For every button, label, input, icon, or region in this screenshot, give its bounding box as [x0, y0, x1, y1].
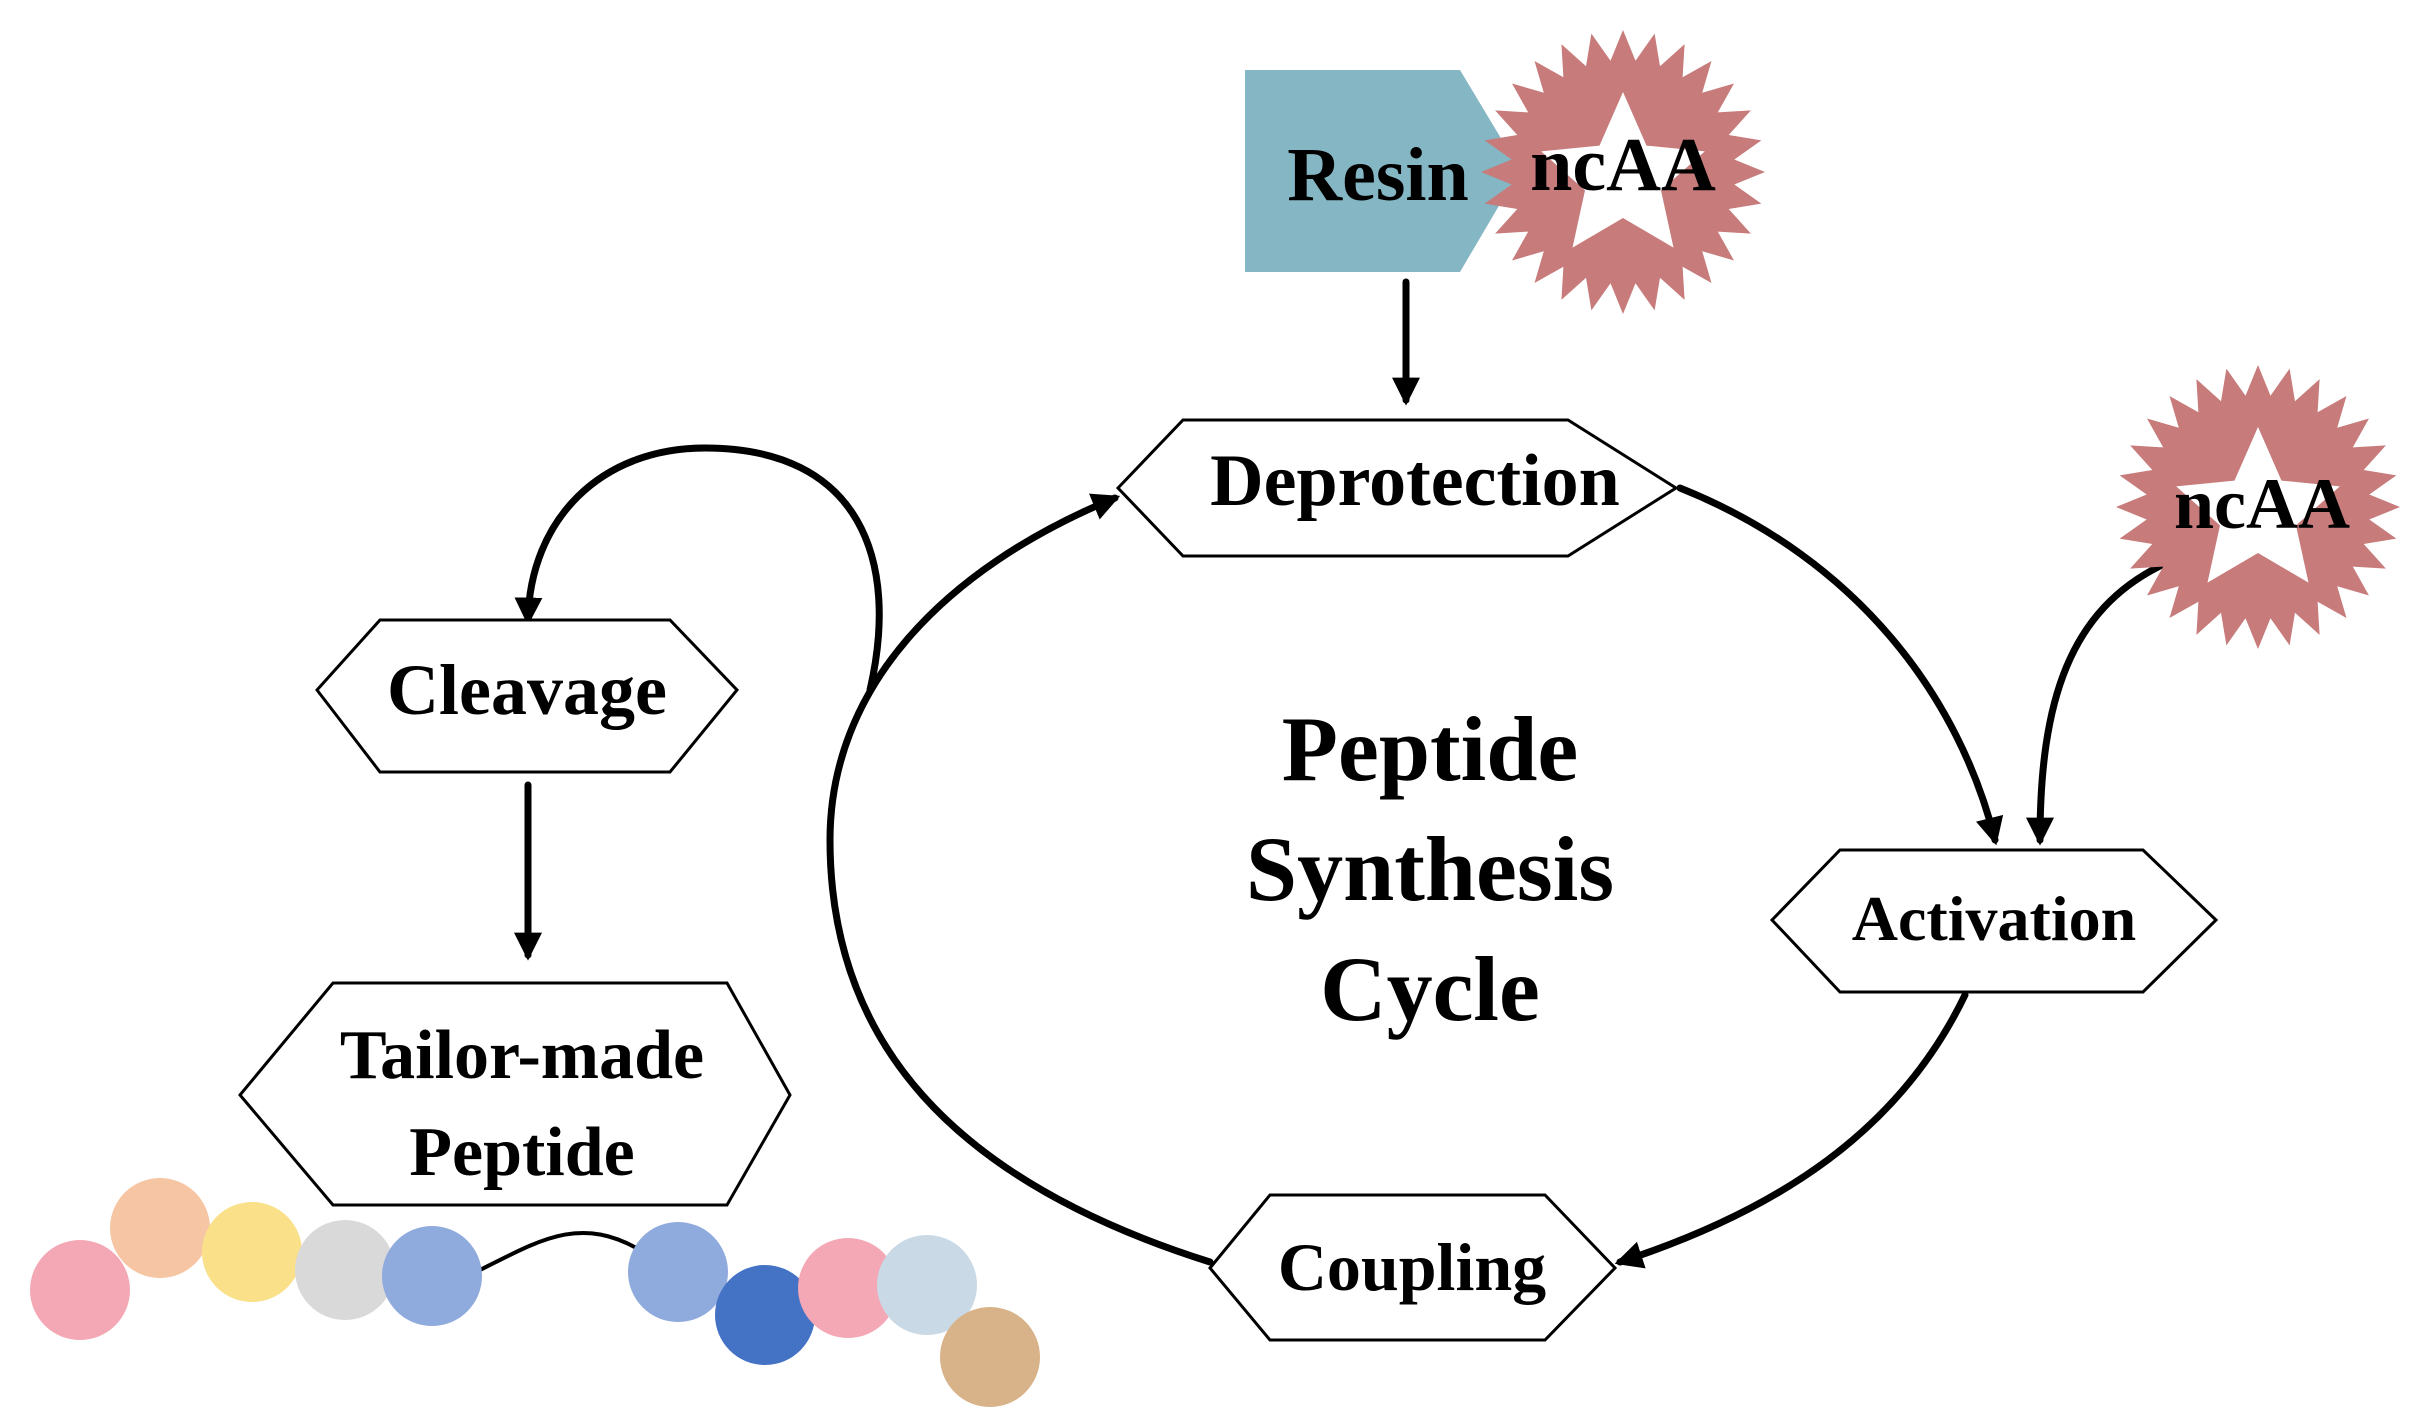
- peptide-bead: [715, 1265, 815, 1365]
- activation-hexagon: [1769, 848, 2219, 994]
- ncaa-star-top: ncAA: [1481, 30, 1765, 314]
- arrow-deprotection-to-activation: [1676, 484, 2004, 846]
- cleavage-hexagon: [315, 618, 740, 774]
- arrow-activation-to-coupling: [1614, 991, 1969, 1269]
- coupling-label: Coupling: [1278, 1229, 1546, 1305]
- ncaa-star-inner-icon: [1541, 92, 1705, 248]
- peptide-bead: [382, 1226, 482, 1326]
- coupling-node: Coupling: [1208, 1193, 1618, 1342]
- resin-block: Resin: [1245, 70, 1520, 272]
- deprotection-hexagon: [1115, 418, 1679, 558]
- peptide-bead: [202, 1202, 302, 1302]
- activation-label: Activation: [1852, 883, 2136, 954]
- arrow-cycle-to-cleavage: [514, 444, 883, 694]
- peptide-bead: [628, 1222, 728, 1322]
- arrow-ncaa-to-activation: [2026, 561, 2166, 846]
- product-label-line1: Tailor-made: [340, 1017, 704, 1094]
- resin-shape: [1245, 70, 1520, 272]
- ncaa-star-right: ncAA: [2116, 365, 2400, 649]
- ncaa-star-inner-icon: [2176, 427, 2340, 583]
- ncaa-label-right: ncAA: [2174, 464, 2350, 544]
- bead-linker: [478, 1230, 642, 1272]
- peptide-bead: [30, 1240, 130, 1340]
- peptide-bead: [798, 1238, 898, 1338]
- product-hexagon: [238, 981, 792, 1207]
- peptide-bead: [295, 1220, 395, 1320]
- coupling-hexagon: [1208, 1193, 1618, 1342]
- cycle-title: Peptide Synthesis Cycle: [1246, 698, 1614, 1040]
- activation-node: Activation: [1769, 848, 2219, 994]
- product-label-line2: Peptide: [409, 1114, 635, 1191]
- peptide-bead: [940, 1307, 1040, 1407]
- peptide-bead: [877, 1235, 977, 1335]
- cycle-title-line2: Synthesis: [1246, 818, 1614, 920]
- arrow-coupling-to-deprotection: [826, 493, 1214, 1266]
- resin-label: Resin: [1287, 133, 1469, 217]
- ncaa-label-top: ncAA: [1530, 123, 1716, 207]
- peptide-bead: [110, 1178, 210, 1278]
- deprotection-label: Deprotection: [1210, 440, 1620, 522]
- deprotection-node: Deprotection: [1115, 418, 1679, 558]
- cleavage-node: Cleavage: [315, 618, 740, 774]
- cleavage-label: Cleavage: [387, 650, 667, 730]
- product-node: Tailor-made Peptide: [238, 981, 792, 1207]
- cycle-title-line3: Cycle: [1320, 938, 1540, 1040]
- cycle-title-line1: Peptide: [1282, 698, 1578, 800]
- peptide-bead-chain: [30, 1178, 1040, 1407]
